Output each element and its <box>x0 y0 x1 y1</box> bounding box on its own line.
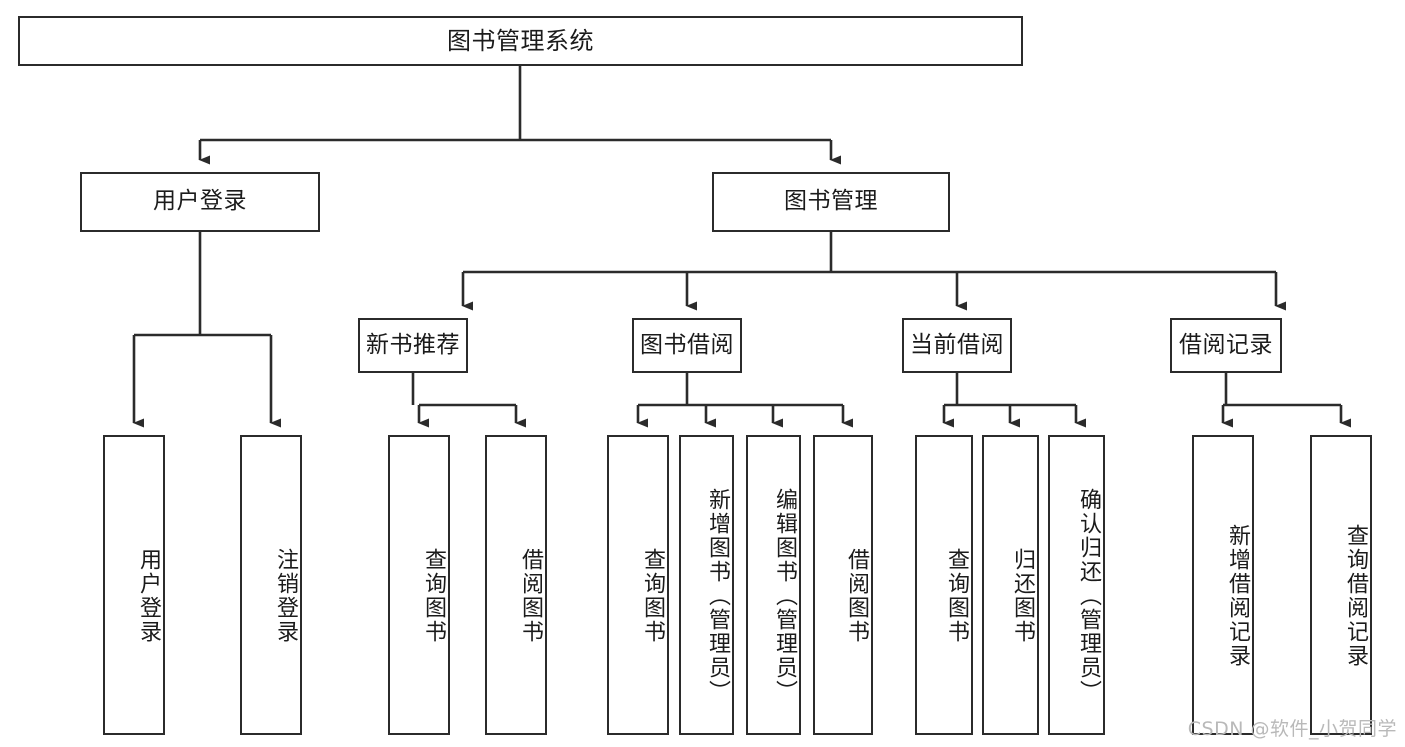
leaf-node[interactable]: 归还图书 <box>982 435 1039 735</box>
node-label: 图书借阅 <box>640 331 734 358</box>
node-label: 新增借阅记录 <box>1225 524 1250 668</box>
node-label: 用户登录 <box>153 188 247 215</box>
node-label: 借阅图书 <box>844 548 869 644</box>
node-label: 新增图书（管理员） <box>705 488 730 704</box>
node-label: 图书管理 <box>784 188 878 215</box>
node-book-management[interactable]: 图书管理 <box>712 172 950 232</box>
watermark-text: CSDN @软件_小贺同学 <box>1187 718 1397 740</box>
leaf-node[interactable]: 用户登录 <box>103 435 165 735</box>
leaf-node[interactable]: 注销登录 <box>240 435 302 735</box>
node-label: 用户登录 <box>136 548 161 644</box>
leaf-node[interactable]: 借阅图书 <box>813 435 873 735</box>
leaf-node[interactable]: 查询图书 <box>607 435 669 735</box>
leaf-node[interactable]: 查询借阅记录 <box>1310 435 1372 735</box>
node-label: 归还图书 <box>1010 548 1035 644</box>
leaf-node[interactable]: 编辑图书（管理员） <box>746 435 801 735</box>
node-new-book-recommendation[interactable]: 新书推荐 <box>358 318 468 373</box>
leaf-node[interactable]: 确认归还（管理员） <box>1048 435 1105 735</box>
node-current-borrowing[interactable]: 当前借阅 <box>902 318 1012 373</box>
node-borrow-records[interactable]: 借阅记录 <box>1170 318 1282 373</box>
node-label: 确认归还（管理员） <box>1076 488 1101 704</box>
node-user-login[interactable]: 用户登录 <box>80 172 320 232</box>
node-label: 借阅记录 <box>1179 331 1273 358</box>
node-label: 查询借阅记录 <box>1343 524 1368 668</box>
leaf-node[interactable]: 新增借阅记录 <box>1192 435 1254 735</box>
node-root-book-management-system[interactable]: 图书管理系统 <box>18 16 1023 66</box>
node-label: 查询图书 <box>421 548 446 644</box>
node-label: 图书管理系统 <box>447 26 594 55</box>
node-label: 编辑图书（管理员） <box>772 488 797 704</box>
node-book-borrowing[interactable]: 图书借阅 <box>632 318 742 373</box>
leaf-node[interactable]: 新增图书（管理员） <box>679 435 734 735</box>
leaf-node[interactable]: 查询图书 <box>388 435 450 735</box>
node-label: 查询图书 <box>640 548 665 644</box>
leaf-node[interactable]: 借阅图书 <box>485 435 547 735</box>
leaf-node[interactable]: 查询图书 <box>915 435 973 735</box>
node-label: 当前借阅 <box>910 331 1004 358</box>
node-label: 查询图书 <box>944 548 969 644</box>
node-label: 注销登录 <box>273 548 298 644</box>
node-label: 新书推荐 <box>366 331 460 358</box>
node-label: 借阅图书 <box>518 548 543 644</box>
